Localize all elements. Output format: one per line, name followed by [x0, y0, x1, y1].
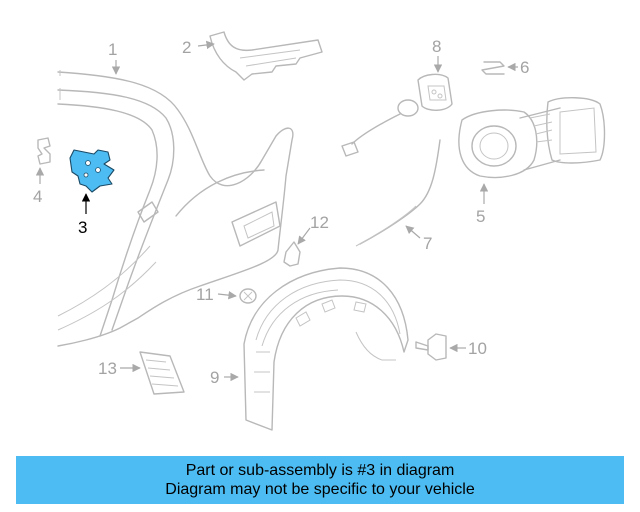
actuator-part-8 [341, 73, 453, 157]
leader-line-2 [197, 40, 215, 50]
callout-2: 2 [182, 38, 191, 57]
pad-part-13 [139, 351, 185, 395]
cable-part-7 [355, 139, 441, 247]
highlighted-bracket-part-3 [69, 149, 115, 193]
leader-line-12 [297, 227, 311, 245]
callout-12: 12 [310, 213, 329, 232]
clip-part-11 [239, 288, 257, 304]
quarter-panel-part-1 [57, 70, 294, 347]
leader-line-11 [217, 290, 237, 300]
spring-clip-part-6 [481, 61, 505, 75]
banner-line-disclaimer: Diagram may not be specific to your vehi… [165, 481, 475, 498]
callout-13: 13 [98, 359, 117, 378]
callout-10: 10 [468, 339, 487, 358]
callout-11: 11 [196, 285, 214, 304]
callout-6: 6 [520, 58, 529, 77]
info-banner: Part or sub-assembly is #3 in diagram Di… [16, 456, 624, 504]
bracket-part-2 [209, 31, 323, 81]
leader-line-7 [405, 225, 421, 239]
callout-9: 9 [210, 368, 219, 387]
banner-line-part-number: Part or sub-assembly is #3 in diagram [185, 462, 455, 479]
bolt-part-10 [415, 333, 447, 361]
parts-diagram: 1 2 3 4 5 6 7 8 9 10 11 12 13 [33, 31, 606, 431]
clip-part-4 [37, 137, 51, 165]
callout-4: 4 [33, 187, 42, 206]
fuel-door-part-5 [458, 97, 606, 179]
callout-7: 7 [423, 234, 432, 253]
wheel-liner-part-9 [243, 267, 409, 431]
retainer-part-12 [283, 241, 301, 267]
callout-3: 3 [78, 218, 87, 237]
callout-8: 8 [432, 37, 441, 56]
callout-1: 1 [108, 40, 117, 59]
callout-5: 5 [476, 207, 485, 226]
